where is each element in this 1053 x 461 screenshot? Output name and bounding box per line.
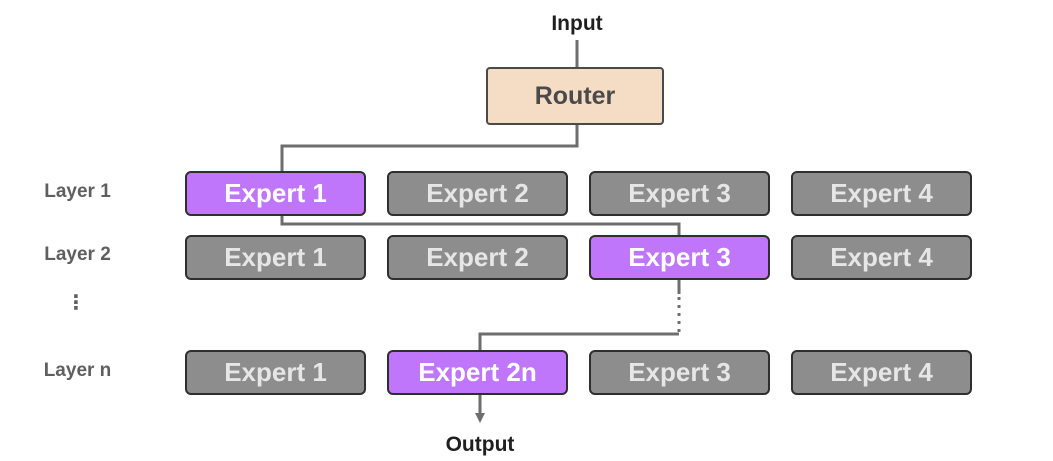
layer1-expert-4: Expert 4 [791, 171, 972, 216]
input-label: Input [551, 12, 603, 35]
layer1-expert-1: Expert 1 [185, 171, 366, 216]
layer-2-label: Layer 2 [44, 244, 111, 265]
layern-expert-1: Expert 1 [185, 350, 366, 395]
layer2-expert-3: Expert 3 [589, 235, 770, 280]
layern-expert-3: Expert 3 [589, 350, 770, 395]
layern-expert-2n: Expert 2n [387, 350, 568, 395]
layer-n-label: Layer n [43, 360, 112, 381]
ellipsis-to-layern-connector [478, 332, 679, 351]
layer2-expert-1: Expert 1 [185, 235, 366, 280]
layer2-expert-2: Expert 2 [387, 235, 568, 280]
layer1-expert-2: Expert 2 [387, 171, 568, 216]
layer1-to-layer2-connector [280, 215, 681, 236]
layern-expert-4: Expert 4 [791, 350, 972, 395]
router-box: Router [486, 67, 664, 125]
output-label: Output [445, 433, 515, 456]
router-to-layer1-connector [280, 125, 579, 172]
layer2-expert-4: Expert 4 [791, 235, 972, 280]
layer-1-label: Layer 1 [44, 181, 111, 202]
ellipsis-dots: ⋮ [66, 292, 86, 314]
layer1-expert-3: Expert 3 [589, 171, 770, 216]
